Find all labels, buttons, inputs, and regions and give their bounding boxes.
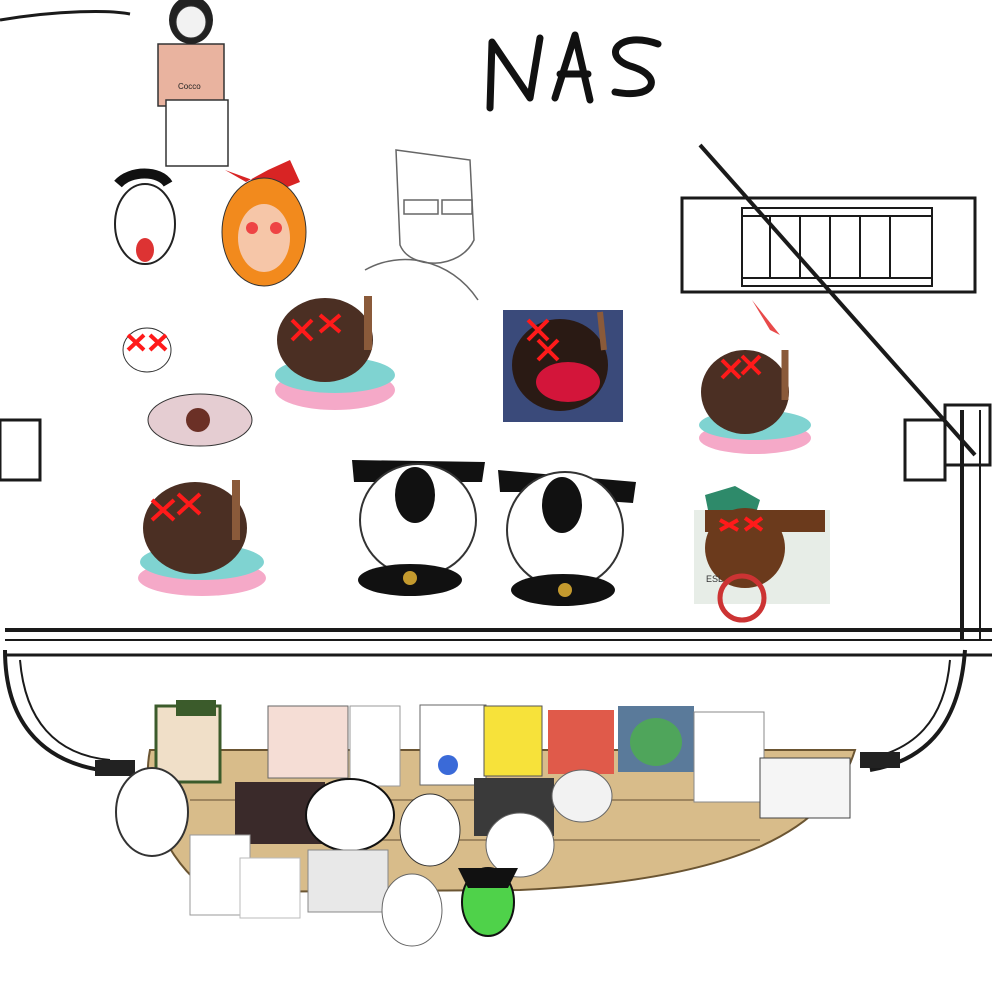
badge-text: Cocco	[178, 82, 201, 91]
overhead-rail	[0, 10, 992, 776]
wojak-gasping	[114, 168, 176, 265]
hanged-face-3	[699, 350, 811, 454]
orange-haired-character	[221, 160, 307, 287]
screaming-officer-1	[352, 460, 485, 596]
screaming-officer-2	[498, 470, 636, 606]
green-hat-character: ESL	[694, 486, 830, 623]
handwritten-nas-label	[486, 31, 662, 112]
ladder-diagram	[680, 143, 977, 457]
standing-character: Cocco	[157, 0, 229, 167]
patch-text: ESL	[706, 574, 723, 584]
x-eyed-baby	[122, 327, 253, 447]
hanged-face-4	[138, 480, 266, 596]
hanged-face-1	[275, 296, 395, 410]
meme-characters	[115, 700, 851, 947]
yellow-outline-face	[364, 149, 479, 301]
hanged-face-2	[503, 310, 623, 422]
